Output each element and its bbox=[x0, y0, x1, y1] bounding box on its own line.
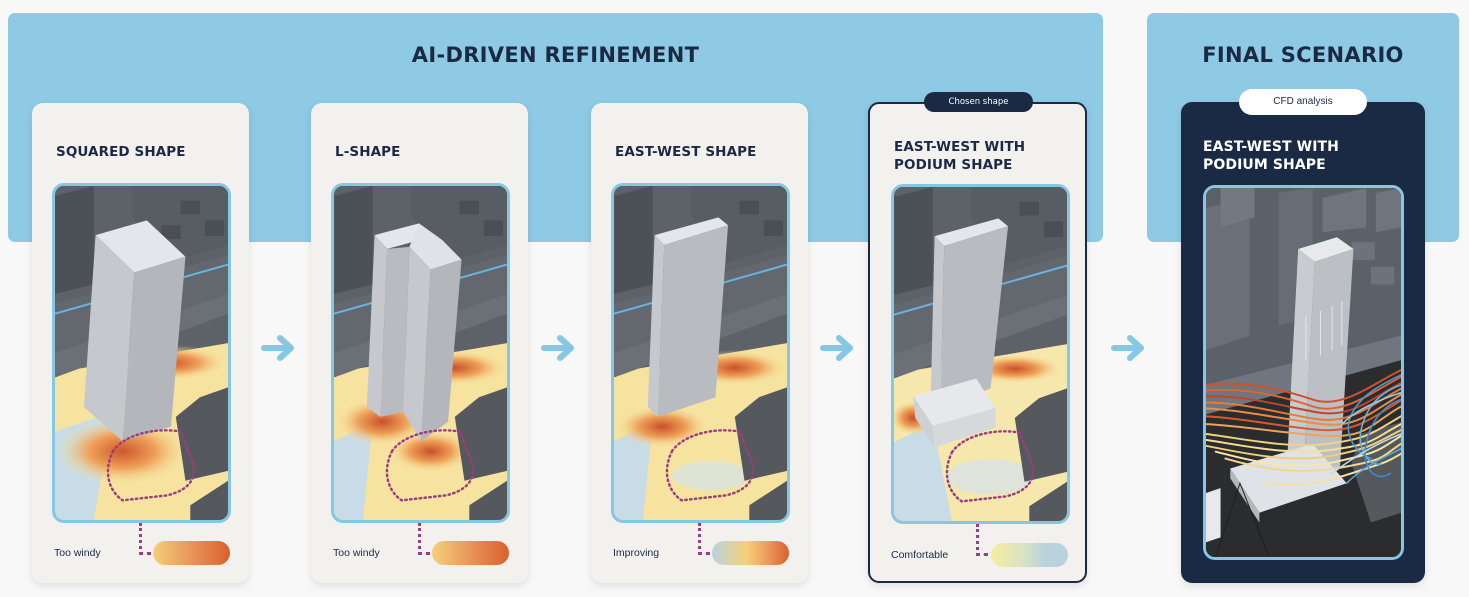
card-title: L-SHAPE bbox=[335, 144, 401, 160]
card-title: EAST-WEST WITH PODIUM SHAPE bbox=[1203, 139, 1339, 173]
legend-label: Improving bbox=[613, 547, 660, 559]
final-title: FINAL SCENARIO bbox=[1202, 43, 1404, 67]
legend-label: Comfortable bbox=[891, 549, 949, 561]
cfd-streamlines-render bbox=[1206, 188, 1401, 557]
cfd-analysis-badge: CFD analysis bbox=[1239, 89, 1367, 115]
final-scenario-card: CFD analysis EAST-WEST WITH PODIUM SHAPE bbox=[1181, 89, 1425, 583]
zone-connector bbox=[139, 523, 142, 555]
wind-simulation-scene bbox=[52, 183, 231, 523]
zone-connector bbox=[698, 552, 710, 555]
refinement-title: AI-DRIVEN REFINEMENT bbox=[411, 43, 700, 67]
chosen-shape-badge: Chosen shape bbox=[924, 92, 1033, 112]
wind-comfort-legend-bar bbox=[991, 543, 1068, 567]
shape-card-squared: SQUARED SHAPE bbox=[32, 103, 249, 583]
shape-card-east-west: EAST-WEST SHAPE bbox=[591, 103, 808, 583]
l-shape-tower-render bbox=[334, 186, 507, 520]
legend-label: Too windy bbox=[333, 547, 380, 559]
card-title: EAST-WEST SHAPE bbox=[615, 144, 757, 160]
wind-simulation-scene bbox=[331, 183, 510, 523]
podium-tower-render bbox=[894, 187, 1067, 521]
squared-tower-render bbox=[55, 186, 228, 520]
arrow-right-icon bbox=[1111, 335, 1144, 361]
arrow-right-icon bbox=[261, 335, 294, 361]
shape-card-l-shape: L-SHAPE bbox=[311, 103, 528, 583]
zone-connector bbox=[976, 524, 979, 556]
zone-connector bbox=[976, 553, 988, 556]
wind-comfort-legend-bar bbox=[432, 541, 509, 565]
wind-comfort-legend-bar bbox=[712, 541, 789, 565]
arrow-right-icon bbox=[820, 335, 853, 361]
wind-comfort-legend-bar bbox=[153, 541, 230, 565]
zone-connector bbox=[139, 552, 151, 555]
wind-simulation-scene bbox=[891, 184, 1070, 524]
shape-card-east-west-podium: Chosen shape EAST-WEST WITH PODIUM SHAPE bbox=[868, 92, 1087, 583]
cfd-simulation-scene bbox=[1203, 185, 1404, 560]
zone-connector bbox=[418, 523, 421, 555]
wind-simulation-scene bbox=[611, 183, 790, 523]
zone-connector bbox=[698, 523, 701, 555]
card-title: EAST-WEST WITH PODIUM SHAPE bbox=[894, 139, 1026, 173]
card-title: SQUARED SHAPE bbox=[56, 144, 186, 160]
zone-connector bbox=[418, 552, 430, 555]
arrow-right-icon bbox=[541, 335, 574, 361]
legend-label: Too windy bbox=[54, 547, 101, 559]
east-west-tower-render bbox=[614, 186, 787, 520]
